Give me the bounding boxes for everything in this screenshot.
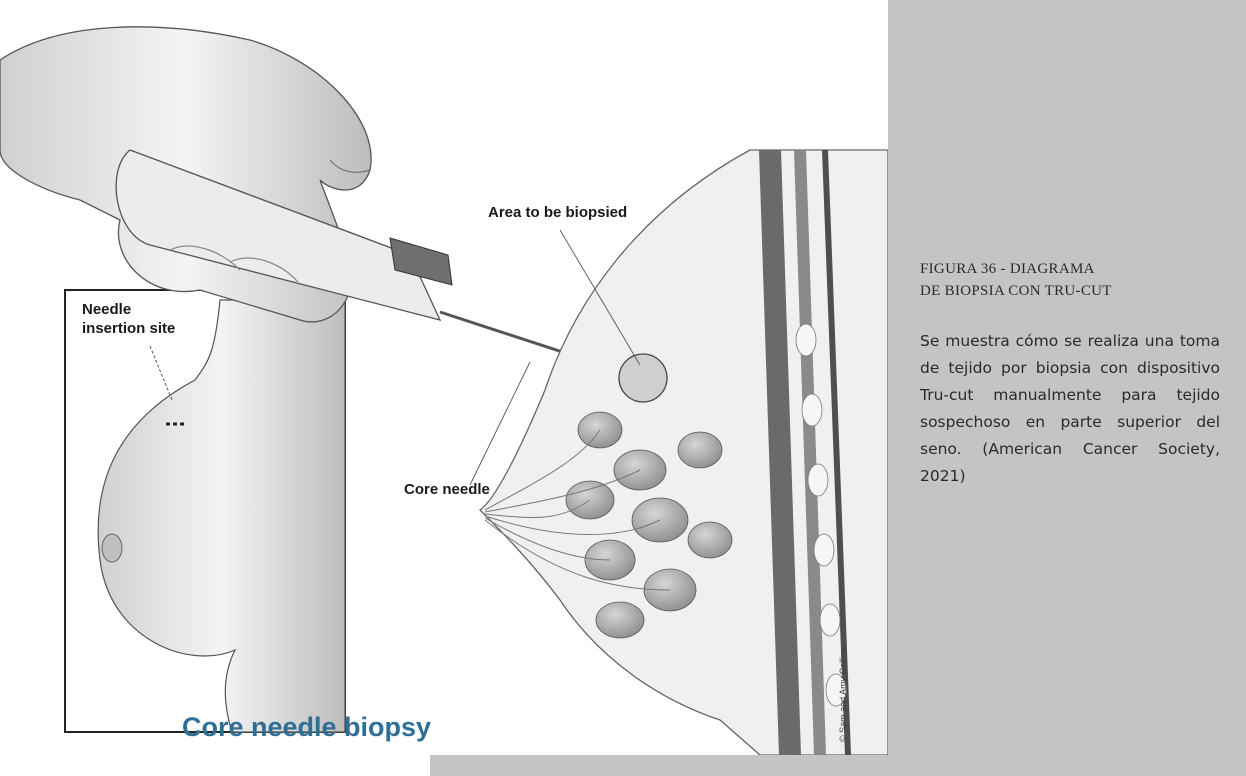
figure-title-line2: DE BIOPSIA CON TRU-CUT	[920, 280, 1220, 302]
label-area-to-be-biopsied: Area to be biopsied	[488, 204, 627, 222]
biopsy-illustration: Area to be biopsied Needle insertion sit…	[0, 0, 888, 755]
inset-breast	[65, 290, 345, 732]
breast-cross-section	[480, 150, 888, 755]
figure-title: FIGURA 36 - DIAGRAMA DE BIOPSIA CON TRU-…	[920, 258, 1220, 302]
figure-caption: FIGURA 36 - DIAGRAMA DE BIOPSIA CON TRU-…	[920, 258, 1220, 490]
image-credit: © Sam and Amy Collins	[838, 647, 848, 742]
label-needle-line2: insertion site	[82, 320, 175, 338]
label-needle-line1: Needle	[82, 301, 131, 319]
label-core-needle: Core needle	[404, 481, 490, 499]
figure-description: Se muestra cómo se realiza una toma de t…	[920, 328, 1220, 490]
illustration-title: Core needle biopsy	[182, 712, 431, 743]
figure-title-line1: FIGURA 36 - DIAGRAMA	[920, 258, 1220, 280]
bottom-band	[430, 755, 1246, 776]
biopsy-drawing	[0, 0, 888, 755]
